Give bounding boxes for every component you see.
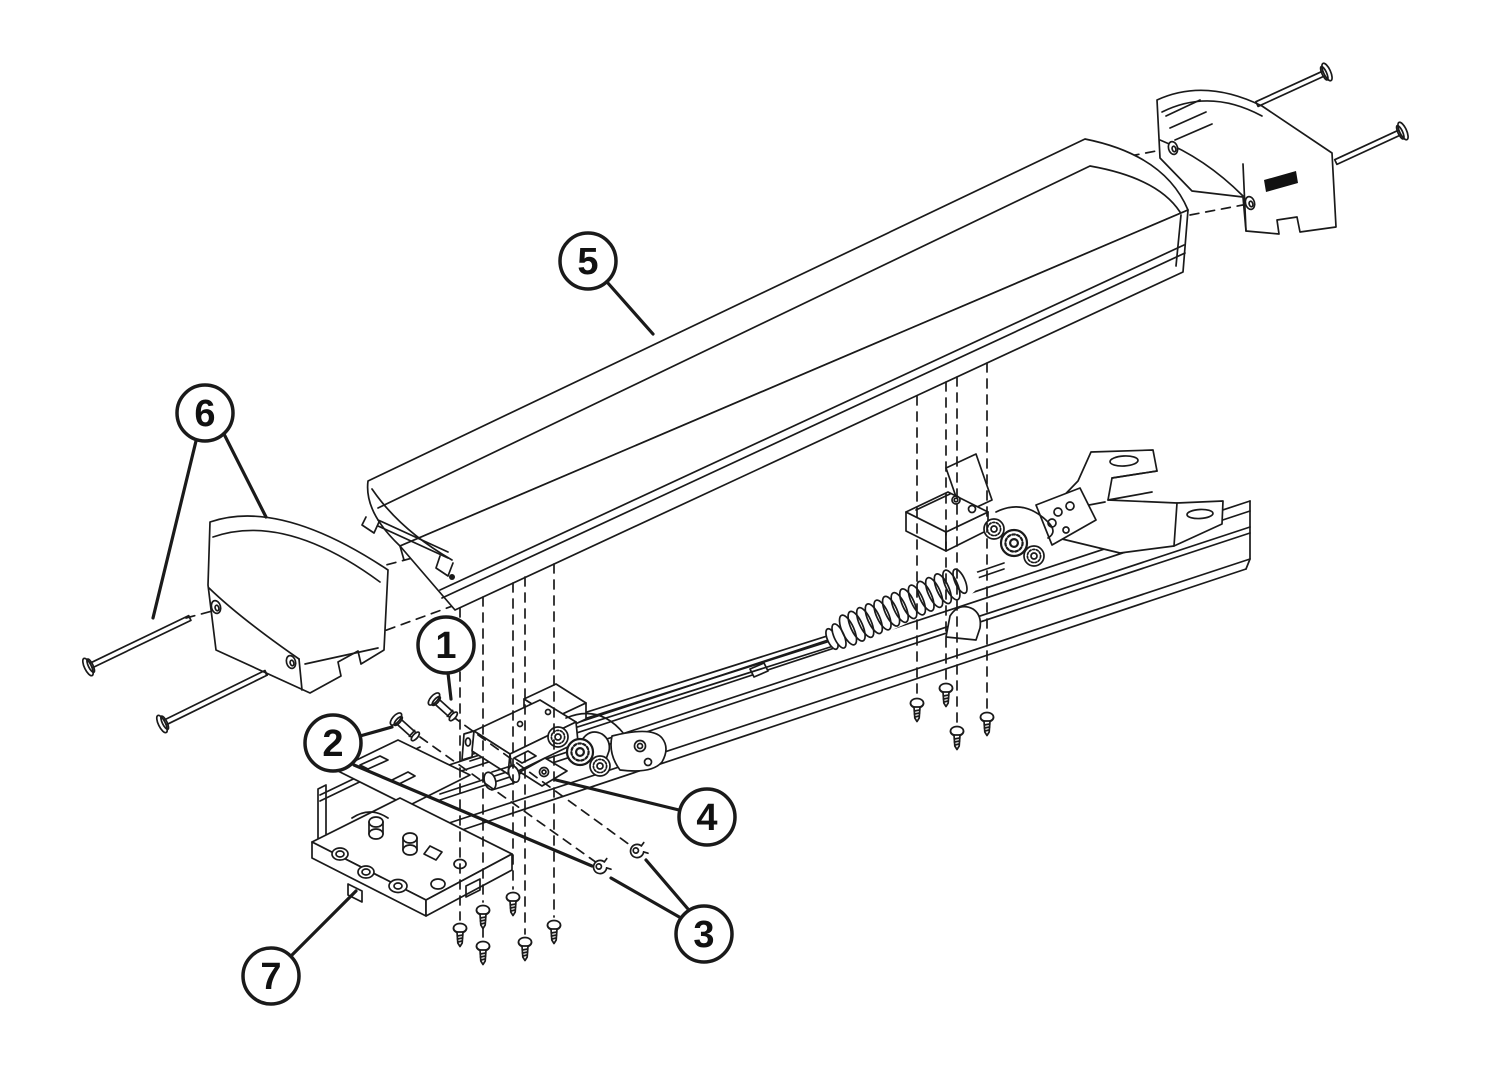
callout-1-number: 1 — [435, 625, 456, 667]
mounting-bracket — [1049, 449, 1224, 554]
callout-3: 3 — [674, 904, 734, 964]
spring — [825, 563, 979, 651]
latch-mechanism-center — [461, 683, 667, 791]
cap-screw-long — [155, 669, 269, 734]
callout-7: 7 — [241, 946, 301, 1006]
base-assembly — [311, 739, 513, 917]
cap-label — [1264, 171, 1298, 192]
callout-1: 1 — [416, 615, 476, 675]
callout-4: 4 — [677, 787, 737, 847]
end-cap-right — [1156, 89, 1337, 235]
callout-leaders — [151, 280, 690, 958]
latch-plate-4 — [519, 757, 568, 787]
callout-3-number: 3 — [693, 914, 714, 956]
callout-2-number: 2 — [322, 723, 343, 765]
cap-screw-long — [1333, 121, 1409, 166]
cap-screw-long — [81, 614, 192, 677]
callout-4-number: 4 — [696, 797, 717, 839]
alignment-dashes-vertical — [419, 362, 988, 939]
cover-part — [361, 138, 1189, 611]
callout-7-number: 7 — [260, 956, 281, 998]
callout-6: 6 — [175, 383, 235, 443]
e-clip — [628, 841, 650, 860]
end-cap-left — [207, 515, 389, 694]
cap-screw-long — [1255, 62, 1333, 108]
callout-5-number: 5 — [577, 241, 598, 283]
callout-2: 2 — [303, 713, 363, 773]
callout-6-number: 6 — [194, 393, 215, 435]
rail-hook-tab — [945, 605, 982, 641]
carriage-right — [905, 453, 1097, 567]
callout-5: 5 — [558, 231, 618, 291]
pin-part-1 — [425, 690, 461, 725]
